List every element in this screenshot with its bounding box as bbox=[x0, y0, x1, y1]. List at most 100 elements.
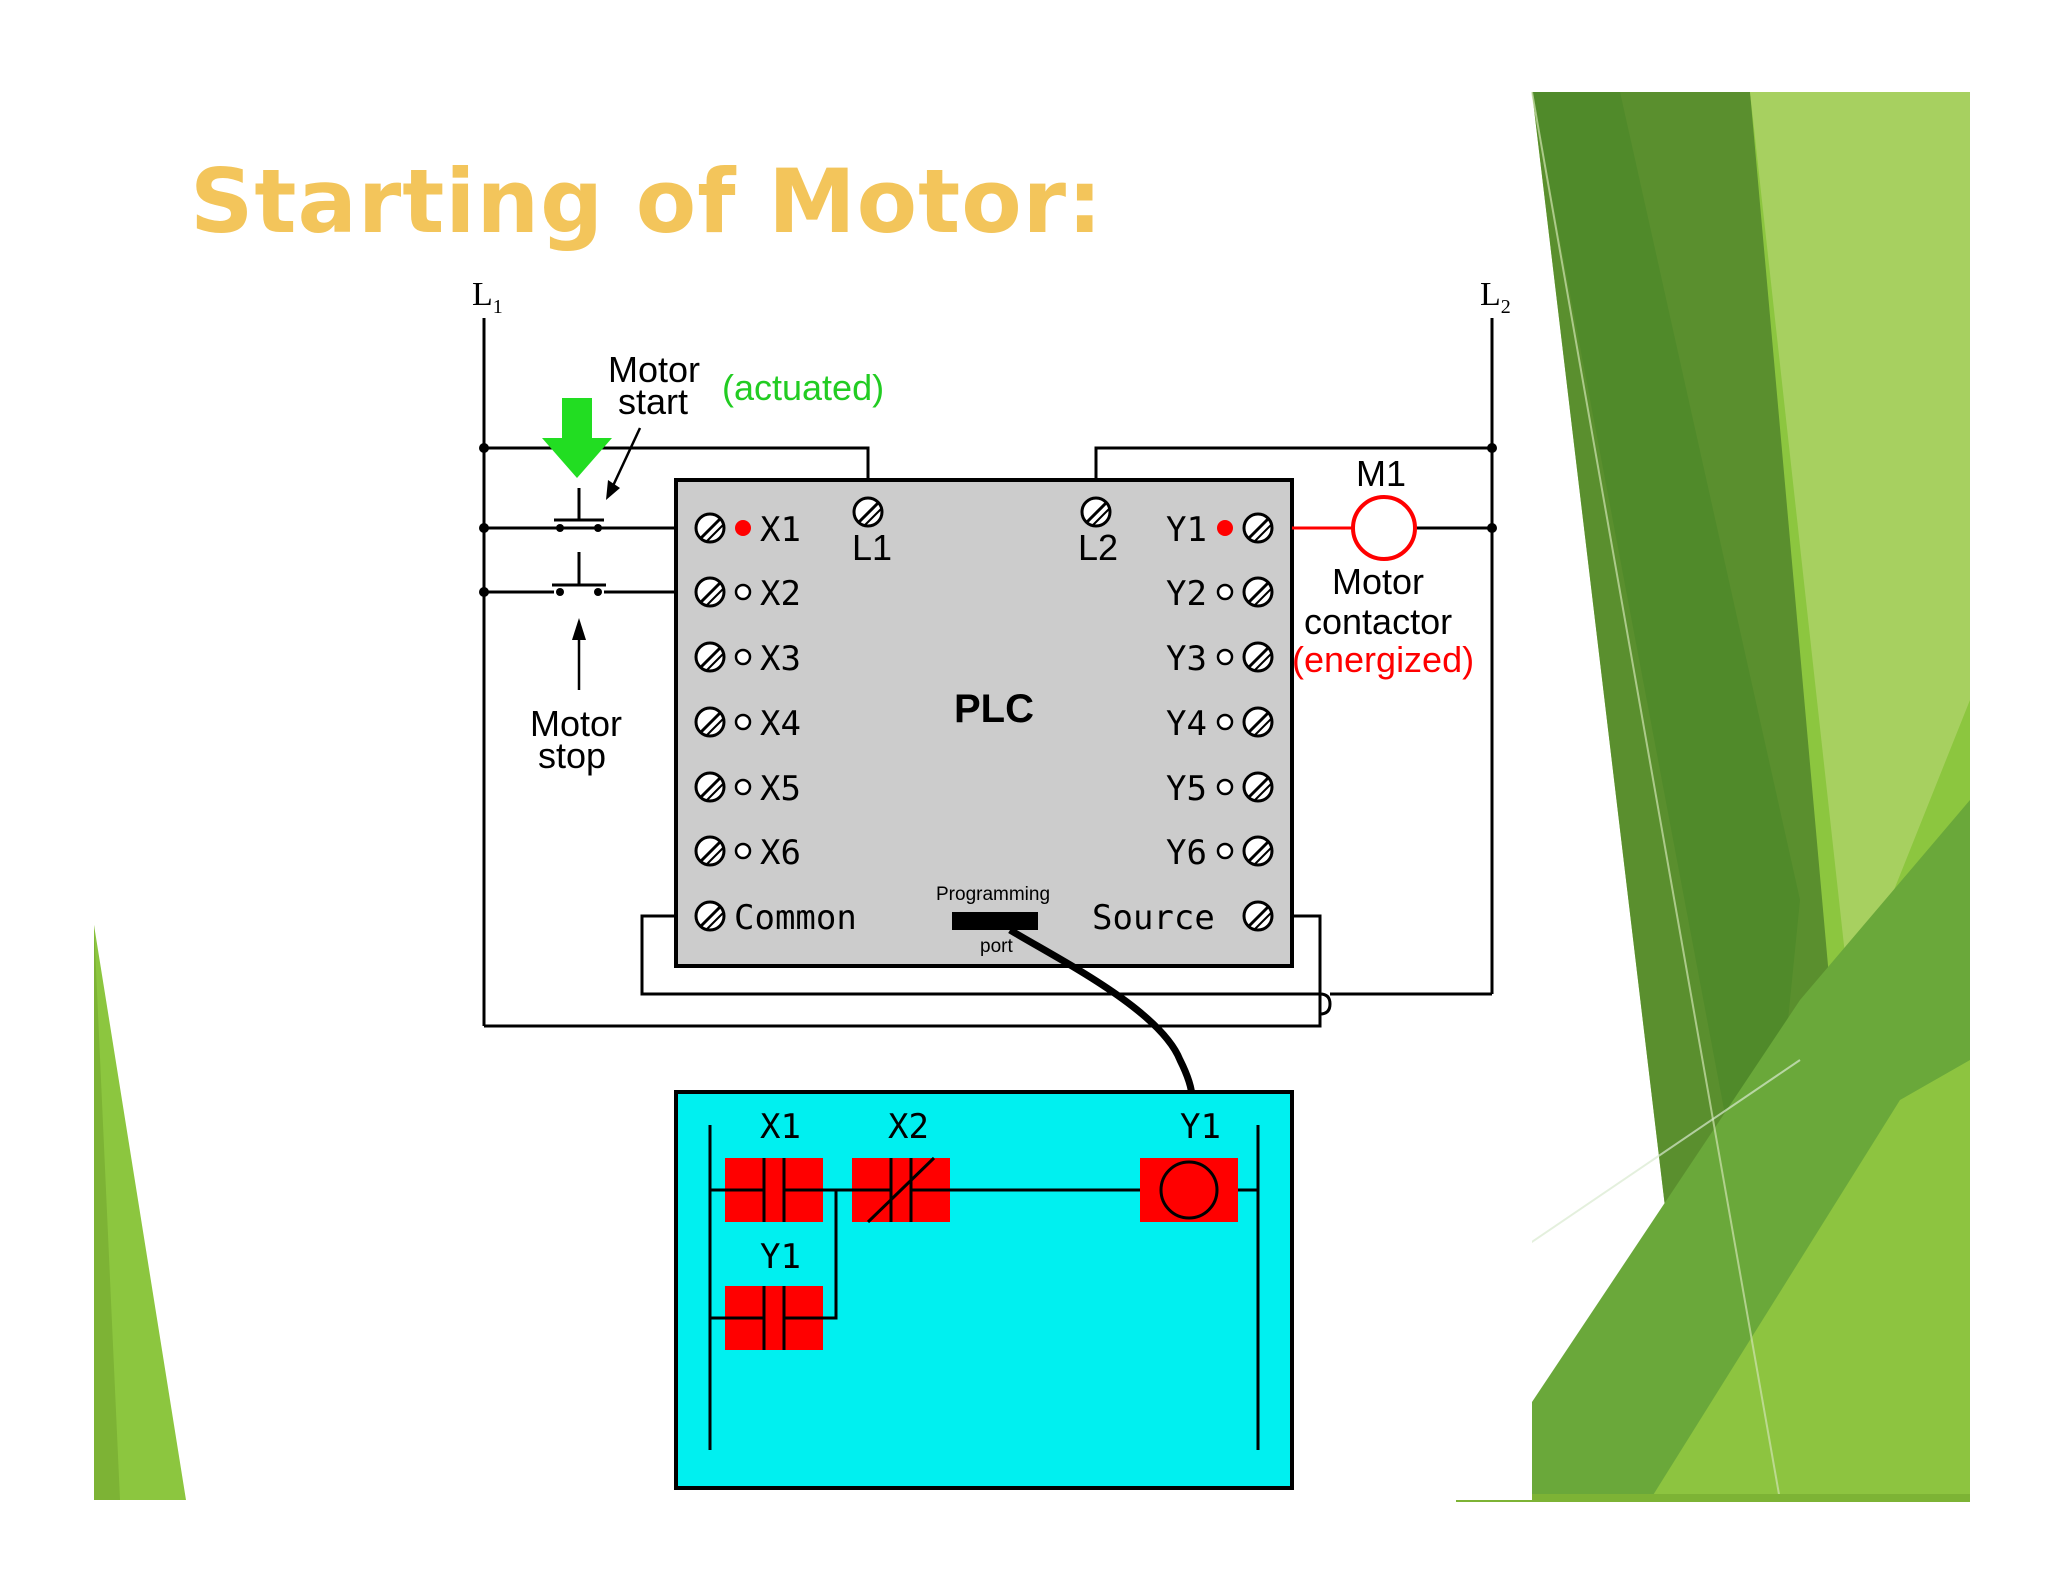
output-label: Y1 bbox=[1166, 510, 1207, 550]
motor-stop-switch: Motor stop bbox=[530, 552, 622, 776]
screw-terminal bbox=[694, 771, 726, 803]
junction bbox=[1487, 443, 1497, 453]
common-label: Common bbox=[734, 898, 857, 938]
wire-common bbox=[640, 914, 1320, 996]
input-led-off bbox=[734, 583, 752, 601]
start-label-line1: Motor bbox=[608, 349, 700, 390]
ladder-tag-coil-y1: Y1 bbox=[1180, 1107, 1221, 1147]
input-label: X4 bbox=[760, 704, 801, 744]
deco-line-1 bbox=[1531, 91, 1781, 1501]
screw-terminal bbox=[1242, 512, 1274, 544]
input-label: X5 bbox=[760, 769, 801, 809]
output-label: Y5 bbox=[1166, 769, 1207, 809]
programming-port: Programming port bbox=[936, 884, 1196, 1099]
screw-terminal bbox=[1242, 641, 1274, 673]
output-led-off bbox=[1216, 648, 1234, 666]
wire-common-hop bbox=[1319, 992, 1332, 1016]
output-led-off bbox=[1216, 583, 1234, 601]
input-led-on bbox=[735, 520, 751, 536]
plc-label-l2: L2 bbox=[1078, 527, 1118, 568]
screw-terminal bbox=[1242, 835, 1274, 867]
input-label: X3 bbox=[760, 639, 801, 679]
coil-label-line1: Motor bbox=[1332, 561, 1424, 602]
stop-label-line2: stop bbox=[538, 735, 606, 776]
junction bbox=[479, 523, 489, 533]
stop-terminal bbox=[594, 588, 602, 596]
input-label: X6 bbox=[760, 833, 801, 873]
rail-label-l1: L1 bbox=[472, 276, 503, 318]
source-label: Source bbox=[1092, 898, 1215, 938]
plc-label: PLC bbox=[954, 687, 1034, 731]
input-label: X1 bbox=[760, 510, 801, 550]
screw-terminal bbox=[694, 576, 726, 608]
coil-tag: M1 bbox=[1356, 453, 1406, 494]
programmer-screen: X1 X2 Y1 Y1 bbox=[674, 1090, 1294, 1490]
plc-label-l1: L1 bbox=[852, 527, 892, 568]
input-led-off bbox=[734, 648, 752, 666]
output-led-off bbox=[1216, 842, 1234, 860]
deco-bottom-bar bbox=[1454, 1494, 1970, 1502]
start-terminal bbox=[556, 524, 564, 532]
screw-terminal bbox=[694, 641, 726, 673]
port-connector bbox=[952, 912, 1038, 930]
nc-slash bbox=[866, 1156, 936, 1224]
screw-terminal bbox=[694, 835, 726, 867]
screw-terminal bbox=[1242, 576, 1274, 608]
deco-right-darker bbox=[1532, 92, 1800, 1300]
junction bbox=[479, 443, 489, 453]
motor-contactor: M1 Motor contactor (energized) bbox=[1292, 453, 1474, 680]
port-label-line2: port bbox=[980, 936, 1013, 957]
start-pointer-arrowhead bbox=[606, 480, 620, 500]
plc-body bbox=[674, 478, 1294, 968]
screw-terminal-source bbox=[1242, 900, 1274, 932]
junction bbox=[479, 587, 489, 597]
coil-state-label: (energized) bbox=[1292, 639, 1474, 680]
plc-terminal-l1 bbox=[852, 496, 884, 528]
coil-circle bbox=[1159, 1160, 1219, 1220]
start-state-label: (actuated) bbox=[722, 367, 884, 408]
input-led-off bbox=[734, 778, 752, 796]
screw-terminal bbox=[1242, 771, 1274, 803]
deco-right-bottom-light bbox=[1650, 1060, 1970, 1500]
output-led-on bbox=[1217, 520, 1233, 536]
output-label: Y3 bbox=[1166, 639, 1207, 679]
output-led-off bbox=[1216, 713, 1234, 731]
screw-terminal-common bbox=[694, 900, 726, 932]
input-led-off bbox=[734, 713, 752, 731]
screw-terminal bbox=[694, 512, 726, 544]
input-label: X2 bbox=[760, 574, 801, 614]
ladder-tag-x1: X1 bbox=[760, 1107, 801, 1147]
port-label-line1: Programming bbox=[936, 884, 1050, 905]
plc-inputs: X1 X2 X3 X4 X5 X6 Common bbox=[694, 510, 857, 938]
start-label-line2: start bbox=[618, 381, 688, 422]
output-label: Y2 bbox=[1166, 574, 1207, 614]
deco-left-shade bbox=[94, 925, 120, 1500]
deco-line-2 bbox=[1519, 1059, 1801, 1251]
start-terminal bbox=[594, 524, 602, 532]
screw-terminal bbox=[694, 706, 726, 738]
bottom-strip bbox=[186, 1500, 1456, 1582]
press-arrow-icon bbox=[542, 398, 612, 478]
input-led-off bbox=[734, 842, 752, 860]
rail-label-l2: L2 bbox=[1480, 276, 1511, 318]
coil-symbol bbox=[1351, 495, 1417, 561]
junction bbox=[1487, 523, 1497, 533]
screw-terminal bbox=[1242, 706, 1274, 738]
plc-terminal-l2 bbox=[1080, 496, 1112, 528]
deco-right-light bbox=[1750, 92, 1970, 1000]
plc-outputs: Y1 Y2 Y3 Y4 Y5 Y6 Source bbox=[1092, 510, 1274, 938]
output-led-off bbox=[1216, 778, 1234, 796]
slide-title: Starting of Motor: bbox=[190, 150, 1104, 253]
stop-pointer-arrowhead bbox=[572, 618, 586, 640]
stop-label-line1: Motor bbox=[530, 703, 622, 744]
junctions bbox=[479, 443, 1497, 597]
programming-cable bbox=[1008, 926, 1196, 1099]
stop-terminal bbox=[556, 588, 564, 596]
ladder-tag-seal-y1: Y1 bbox=[760, 1237, 801, 1277]
deco-left-shape bbox=[94, 925, 186, 1500]
output-label: Y6 bbox=[1166, 833, 1207, 873]
start-pointer bbox=[610, 427, 642, 489]
ladder-tag-x2: X2 bbox=[888, 1107, 929, 1147]
